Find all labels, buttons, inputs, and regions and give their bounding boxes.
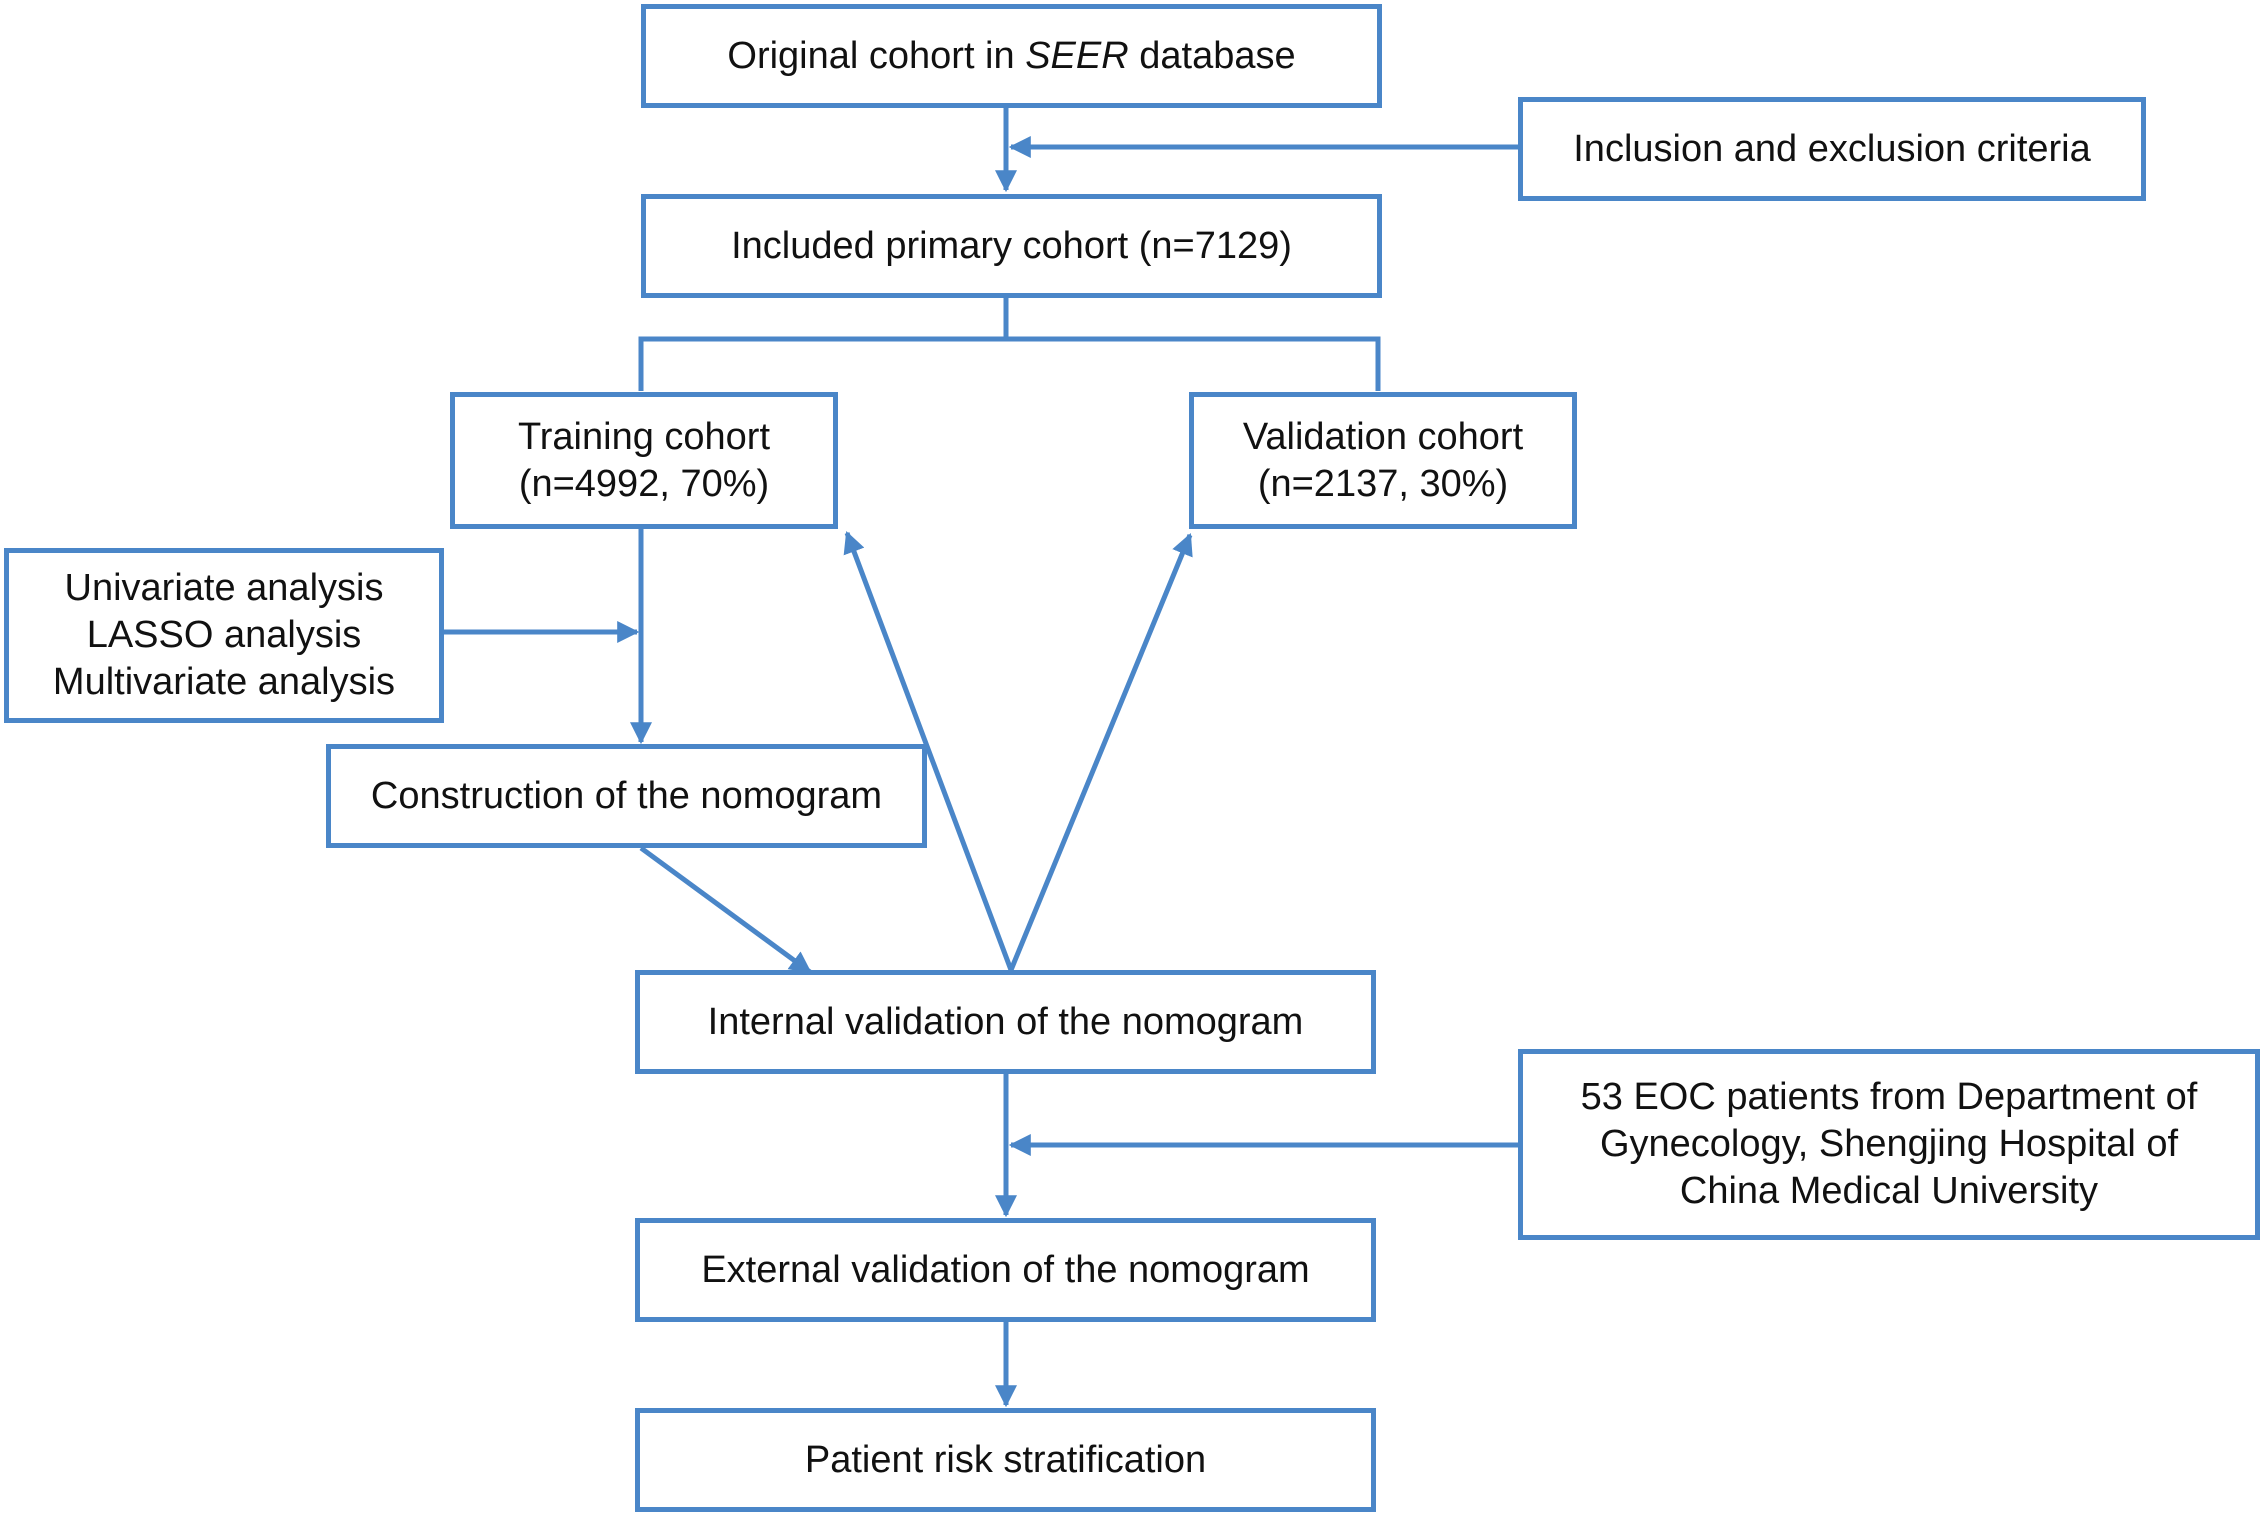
- node-training-cohort-count: (n=4992, 70%): [518, 462, 770, 505]
- node-external-validation-label: External validation of the nomogram: [701, 1248, 1310, 1291]
- node-external-cohort-line3: China Medical University: [1679, 1170, 2099, 1212]
- node-analysis-multivariate: Multivariate analysis: [52, 661, 396, 703]
- node-nomogram-construction-label: Construction of the nomogram: [370, 774, 883, 817]
- edge-internal-to-validation: [1008, 532, 1193, 971]
- node-validation-cohort-count: (n=2137, 30%): [1257, 462, 1509, 505]
- node-inclusion-criteria-label: Inclusion and exclusion criteria: [1573, 127, 2091, 170]
- edge-internal-to-training: [843, 530, 1014, 971]
- node-variable-analysis: Univariate analysis LASSO analysis Multi…: [4, 548, 444, 723]
- seer-emphasis: SEER: [1025, 34, 1129, 77]
- node-validation-cohort-title: Validation cohort: [1242, 415, 1524, 458]
- edge-primary-to-validation: [1006, 336, 1381, 391]
- edge-primary-split: [638, 297, 1009, 391]
- node-nomogram-construction: Construction of the nomogram: [326, 744, 927, 848]
- node-internal-validation-label: Internal validation of the nomogram: [707, 1000, 1304, 1043]
- node-inclusion-criteria: Inclusion and exclusion criteria: [1518, 97, 2146, 201]
- node-internal-validation: Internal validation of the nomogram: [635, 970, 1376, 1074]
- node-analysis-univariate: Univariate analysis: [64, 567, 384, 609]
- node-original-cohort: Original cohort in SEER database: [641, 4, 1382, 108]
- node-validation-cohort: Validation cohort (n=2137, 30%): [1189, 392, 1577, 529]
- node-training-cohort: Training cohort (n=4992, 70%): [450, 392, 838, 529]
- edge-construction-to-internal: [639, 845, 812, 975]
- node-external-cohort-line1: 53 EOC patients from Department of: [1580, 1076, 2198, 1118]
- node-external-cohort-line2: Gynecology, Shengjing Hospital of: [1599, 1123, 2179, 1165]
- node-training-cohort-title: Training cohort: [517, 415, 771, 458]
- node-external-validation: External validation of the nomogram: [635, 1218, 1376, 1322]
- node-risk-stratification-label: Patient risk stratification: [804, 1438, 1207, 1481]
- node-primary-cohort-label: Included primary cohort (n=7129): [731, 224, 1292, 267]
- node-risk-stratification: Patient risk stratification: [635, 1408, 1376, 1512]
- node-original-cohort-label: Original cohort in SEER database: [727, 34, 1296, 77]
- node-analysis-lasso: LASSO analysis: [86, 614, 362, 656]
- node-primary-cohort: Included primary cohort (n=7129): [641, 194, 1382, 298]
- node-external-cohort: 53 EOC patients from Department of Gynec…: [1518, 1049, 2260, 1240]
